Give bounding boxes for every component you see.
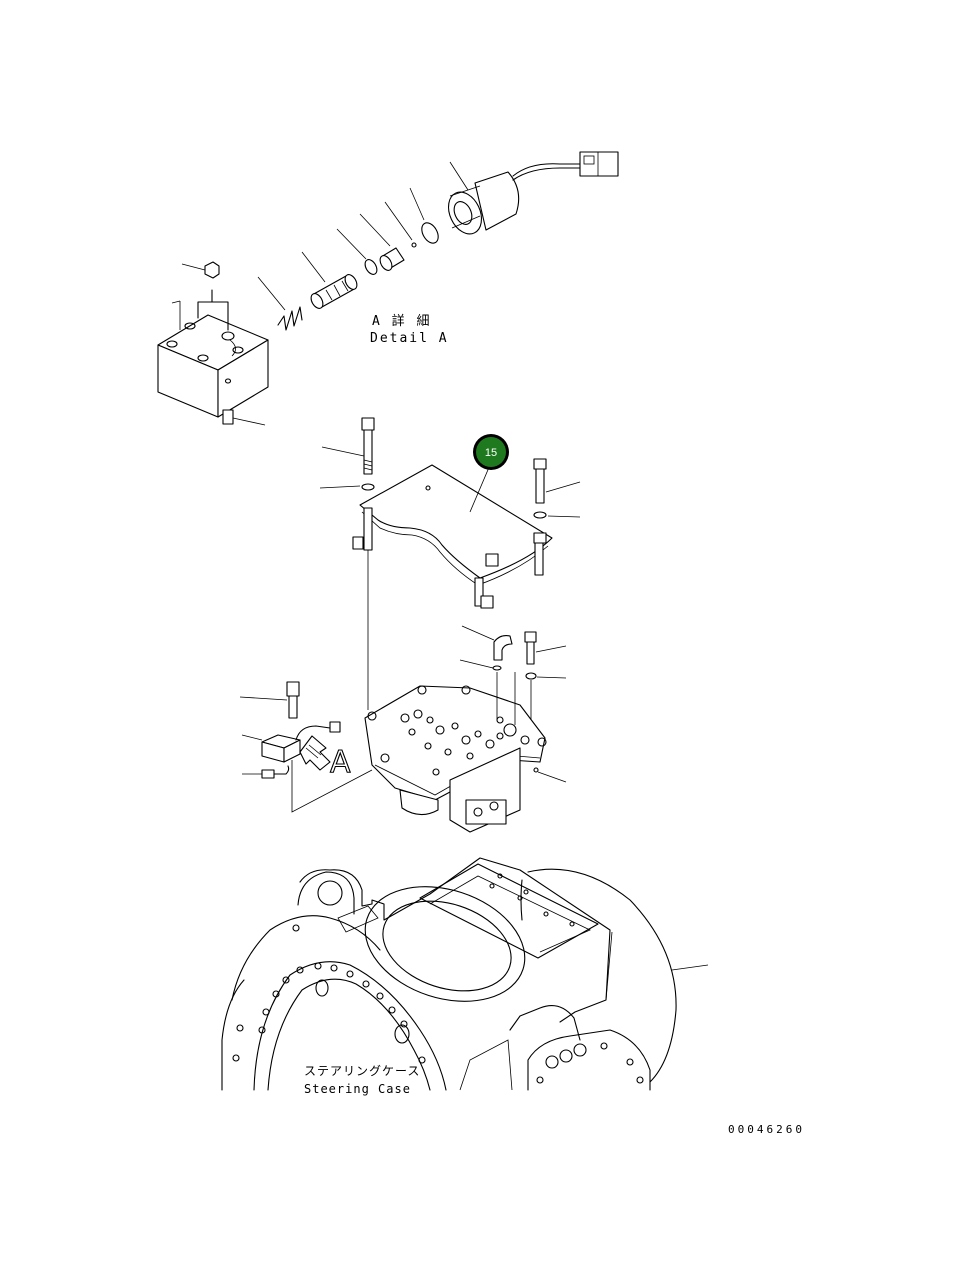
elbow-fitting: [461, 625, 513, 661]
o-ring: [336, 228, 378, 275]
seat: [359, 213, 405, 271]
bolt-solenoid: [239, 681, 300, 719]
o-ring-fitting: [459, 659, 502, 671]
steering-case-label-en: Steering Case: [304, 1082, 411, 1096]
spool: [301, 251, 358, 309]
dowel-pin: [533, 767, 567, 783]
view-arrow: [299, 735, 331, 771]
spring: [257, 276, 303, 331]
ball: [384, 201, 417, 248]
connector: [242, 765, 290, 779]
callout-15[interactable]: 15: [473, 434, 509, 470]
o-ring-2: [409, 187, 439, 244]
callout-number: 15: [485, 447, 497, 459]
solenoid-valve-small: [241, 721, 341, 763]
detail-label-jp: A 詳 細: [372, 313, 431, 329]
washer-valve: [525, 672, 567, 680]
cover-plate-assembly: 15: [319, 417, 581, 710]
steering-case-label-jp: ステアリングケース: [304, 1064, 420, 1078]
bolt-right: [533, 458, 581, 504]
valve-ports: [367, 685, 547, 776]
bottom-fitting: [222, 409, 266, 426]
drawing-number: 00046260: [728, 1123, 805, 1136]
valve-body-block: [157, 289, 269, 418]
detail-a-assembly: A 詳 細 Detail A: [157, 151, 619, 426]
control-valve-assembly: [364, 625, 567, 833]
view-marker: A: [330, 745, 351, 780]
flange-bolt-holes: [232, 924, 426, 1064]
bolt-valve: [524, 631, 567, 665]
plug: [181, 261, 220, 279]
long-bolt: [321, 417, 375, 475]
washer-right: [533, 511, 581, 519]
detail-label-en: Detail A: [370, 331, 449, 346]
solenoid: [447, 151, 619, 235]
solenoid-valve-assembly: A: [239, 681, 373, 813]
steering-case: ステアリングケース Steering Case: [221, 857, 709, 1096]
washer: [319, 483, 375, 491]
